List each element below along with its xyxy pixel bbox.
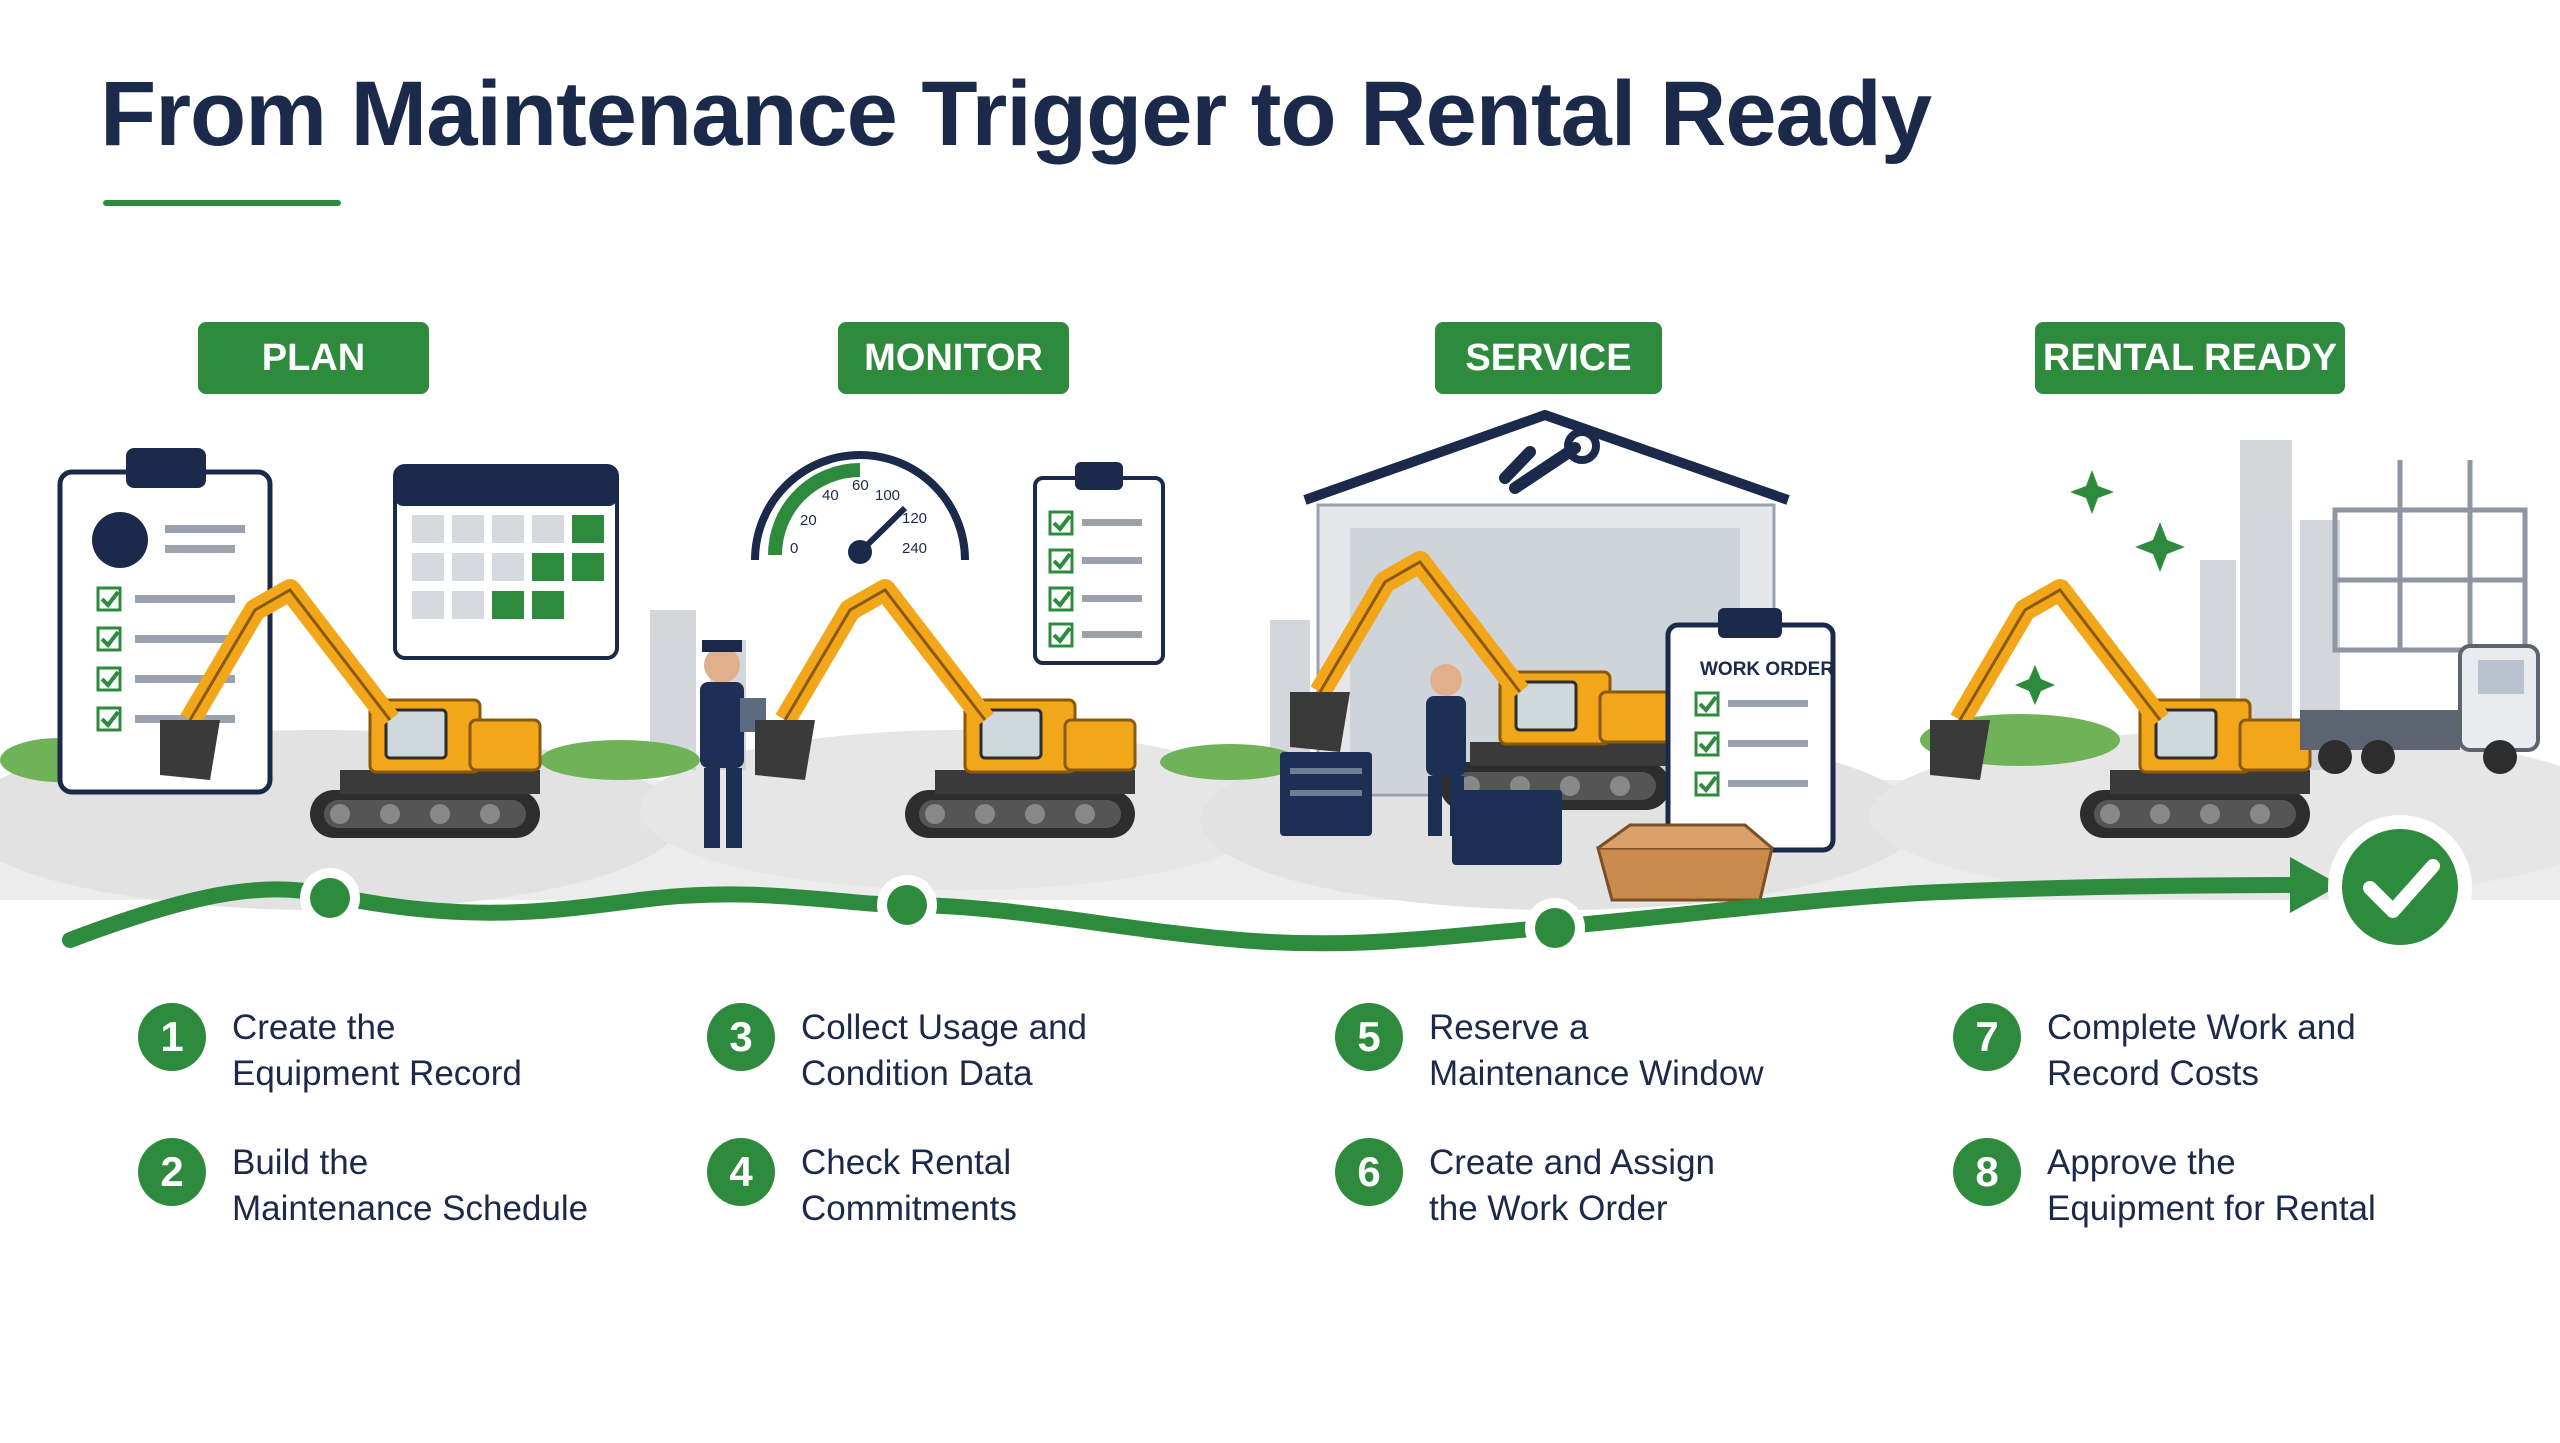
step-number-badge: 3	[707, 1003, 775, 1071]
step-number-badge: 6	[1335, 1138, 1403, 1206]
step-5: 5 Reserve a Maintenance Window	[1335, 1003, 1819, 1097]
stage-label-monitor: MONITOR	[838, 322, 1069, 394]
tool-cart	[1280, 752, 1562, 865]
step-3: 3 Collect Usage and Condition Data	[707, 1003, 1191, 1097]
technician-figure	[700, 640, 766, 848]
gauge-tick: 120	[902, 510, 927, 527]
work-order-label: WORK ORDER	[1700, 659, 1834, 680]
step-label: Create and Assign the Work Order	[1429, 1143, 1716, 1228]
step-label: Complete Work and Record Costs	[2047, 1008, 2356, 1093]
step-8: 8 Approve the Equipment for Rental	[1953, 1138, 2437, 1232]
monitor-checklist-icon	[1033, 462, 1165, 665]
step-number-badge: 4	[707, 1138, 775, 1206]
gauge-tick: 100	[875, 487, 900, 504]
gauge-tick: 40	[822, 487, 839, 504]
parts-box	[1596, 823, 1774, 902]
step-label: Reserve a Maintenance Window	[1429, 1008, 1764, 1093]
title-underline	[103, 200, 341, 206]
progress-path	[62, 877, 2318, 952]
step-number-badge: 7	[1953, 1003, 2021, 1071]
work-order-clipboard-icon: WORK ORDER	[1665, 608, 1836, 853]
progress-arrowhead	[2290, 857, 2340, 913]
construction-scaffold	[2332, 460, 2528, 653]
step-number-badge: 1	[138, 1003, 206, 1071]
progress-node	[300, 868, 360, 928]
page-title: From Maintenance Trigger to Rental Ready	[100, 63, 1932, 165]
step-1: 1 Create the Equipment Record	[138, 1003, 622, 1097]
mechanic-figure	[1426, 664, 1466, 836]
monitor-gauge-icon: 0 20 40 60 100 120 240	[751, 451, 969, 564]
step-label: Check Rental Commitments	[801, 1143, 1017, 1228]
plan-clipboard-icon	[57, 448, 273, 795]
step-2: 2 Build the Maintenance Schedule	[138, 1138, 622, 1232]
approved-check-icon	[2328, 815, 2472, 959]
stage-label-service: SERVICE	[1435, 322, 1662, 394]
gauge-tick: 240	[902, 540, 927, 557]
progress-node	[877, 875, 937, 935]
gauge-tick: 20	[800, 512, 817, 529]
plan-calendar-icon	[393, 464, 619, 660]
step-label: Create the Equipment Record	[232, 1008, 522, 1093]
flatbed-truck	[2300, 644, 2540, 774]
progress-node	[1525, 898, 1585, 958]
step-label: Collect Usage and Condition Data	[801, 1008, 1087, 1093]
step-label: Build the Maintenance Schedule	[232, 1143, 589, 1228]
step-6: 6 Create and Assign the Work Order	[1335, 1138, 1819, 1232]
process-illustration: 0 20 40 60 100 120 240	[0, 410, 2560, 959]
step-4: 4 Check Rental Commitments	[707, 1138, 1191, 1232]
step-number-badge: 5	[1335, 1003, 1403, 1071]
step-7: 7 Complete Work and Record Costs	[1953, 1003, 2437, 1097]
step-number-badge: 2	[138, 1138, 206, 1206]
stage-label-plan: PLAN	[198, 322, 429, 394]
sparkle-icon	[2015, 470, 2185, 705]
gauge-tick: 60	[852, 477, 869, 494]
stage-label-rental-ready: RENTAL READY	[2035, 322, 2345, 394]
step-number-badge: 8	[1953, 1138, 2021, 1206]
gauge-tick: 0	[790, 540, 798, 557]
step-label: Approve the Equipment for Rental	[2047, 1143, 2376, 1228]
